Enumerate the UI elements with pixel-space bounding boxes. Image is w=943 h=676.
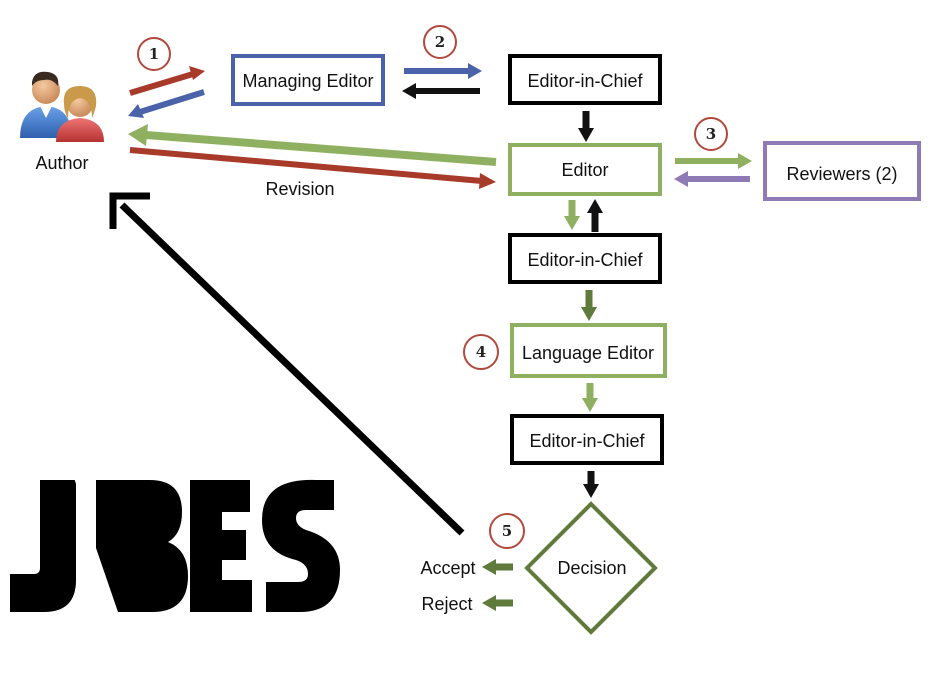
jbes-logo [10,478,340,612]
step-2-badge: 2 [423,25,457,59]
eic-mid-to-editor-arrow [587,199,603,232]
reject-arrow [482,595,513,611]
eic-mid-to-language-editor-arrow [581,290,597,321]
decision-label: Decision [557,558,626,578]
reviewers-box [763,141,921,201]
author-label: Author [35,153,88,173]
eic-bottom-box [510,414,664,465]
accept-label: Accept [420,558,475,578]
step-5-badge: 5 [489,513,525,549]
svg-text:5: 5 [502,522,512,540]
language-editor-box [510,323,667,378]
svg-text:4: 4 [476,343,486,361]
svg-text:3: 3 [706,125,716,143]
reviewers-label: Reviewers (2) [786,164,897,184]
editor-label: Editor [561,160,608,180]
two-people-icon [20,71,104,142]
decision-to-author-arrow [109,192,465,536]
eic-mid-label: Editor-in-Chief [527,250,643,270]
managing-editor-box [231,54,385,106]
eic-bottom-to-decision-arrow [583,471,599,498]
reviewers-to-editor-arrow [674,171,750,187]
editor-to-reviewers-arrow [675,153,752,169]
eic-top-label: Editor-in-Chief [527,71,643,91]
svg-text:1: 1 [149,45,159,63]
author-to-managing-editor-arrow [129,66,205,96]
managing-editor-label: Managing Editor [242,71,373,91]
step-4-badge: 4 [463,334,499,370]
revision-label: Revision [265,179,334,199]
decision-diamond [524,501,658,635]
eic-mid-box [508,233,662,284]
reject-label: Reject [421,594,472,614]
eic-top-box [508,54,662,105]
accept-arrow [482,559,513,575]
svg-text:2: 2 [435,33,445,51]
language-editor-to-eic-bottom-arrow [582,383,598,412]
managing-editor-to-author-arrow [128,89,205,118]
eic-to-editor-arrow [578,111,594,142]
eic-to-managing-editor-arrow [402,83,480,99]
language-editor-label: Language Editor [522,343,654,363]
editor-box [508,143,662,196]
editor-to-eic-mid-arrow [564,200,580,230]
step-1-badge: 1 [137,37,171,71]
managing-editor-to-eic-arrow [404,63,482,79]
revision-arrow [129,147,496,189]
eic-bottom-label: Editor-in-Chief [529,431,645,451]
step-3-badge: 3 [694,117,728,151]
editor-to-author-arrow [128,124,497,166]
